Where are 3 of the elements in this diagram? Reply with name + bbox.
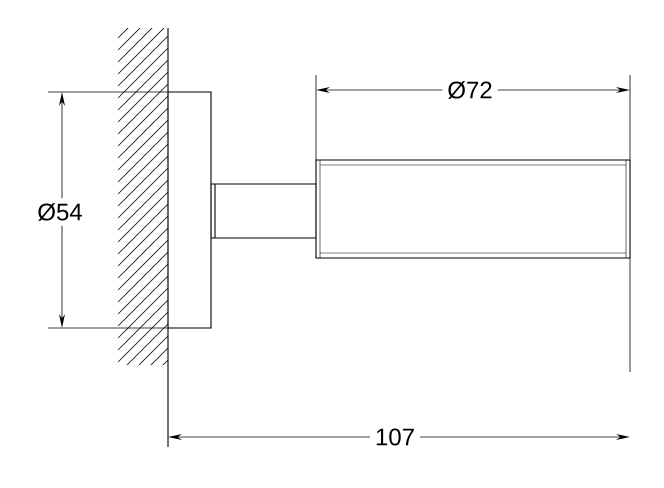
dimension-text: Ø54 [32, 198, 88, 226]
dimension-text: 107 [370, 424, 420, 450]
dimension-text: Ø72 [442, 76, 498, 104]
